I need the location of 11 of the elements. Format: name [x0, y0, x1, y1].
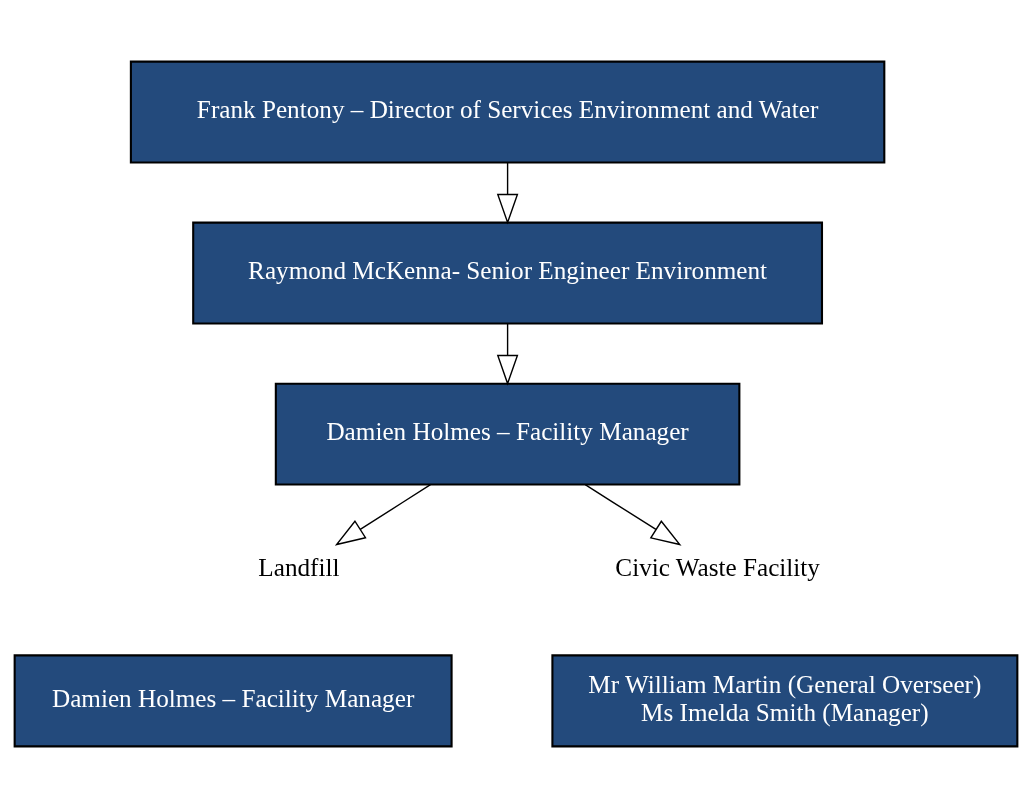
arrow — [496, 161, 518, 225]
node-text: Landfill — [257, 554, 340, 582]
node-box: Damien Holmes – Facility Manager — [274, 382, 740, 486]
node-box: Raymond McKenna- Senior Engineer Environment — [191, 221, 823, 325]
node-box: Frank Pentony – Director of Services Environment and Water — [129, 60, 885, 164]
node-box: Damien Holmes – Facility Manager — [13, 654, 453, 748]
arrow — [584, 483, 682, 546]
arrow — [496, 322, 518, 386]
node-box: Mr William Martin (General Overseer) Ms Imelda Smith (Manager) — [550, 654, 1018, 748]
arrow — [334, 483, 431, 546]
node-text: Civic Waste Facility — [614, 554, 820, 582]
